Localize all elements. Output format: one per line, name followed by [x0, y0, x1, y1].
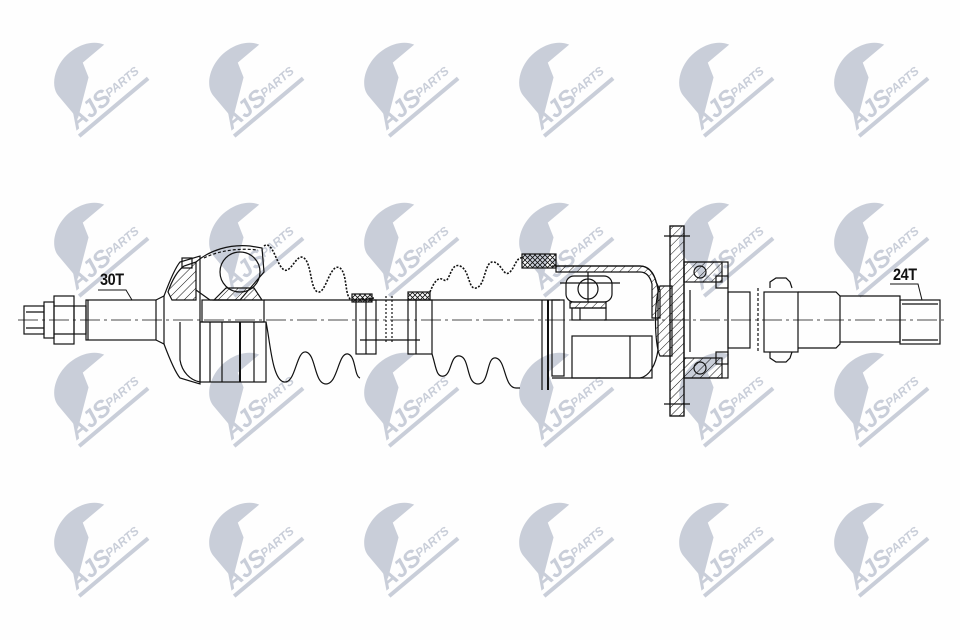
intermediate-shaft: [264, 291, 560, 355]
inner-boot: [429, 253, 557, 389]
outer-boot: [263, 244, 375, 385]
bearing-flange: [654, 225, 729, 417]
spline-count-left-label: 30T: [100, 270, 124, 289]
left-stub: [23, 295, 165, 345]
outer-cv-joint: [163, 245, 267, 385]
inner-cv-joint: [541, 265, 661, 390]
right-stub: [727, 277, 941, 363]
spline-count-right-label: 24T: [893, 265, 917, 284]
